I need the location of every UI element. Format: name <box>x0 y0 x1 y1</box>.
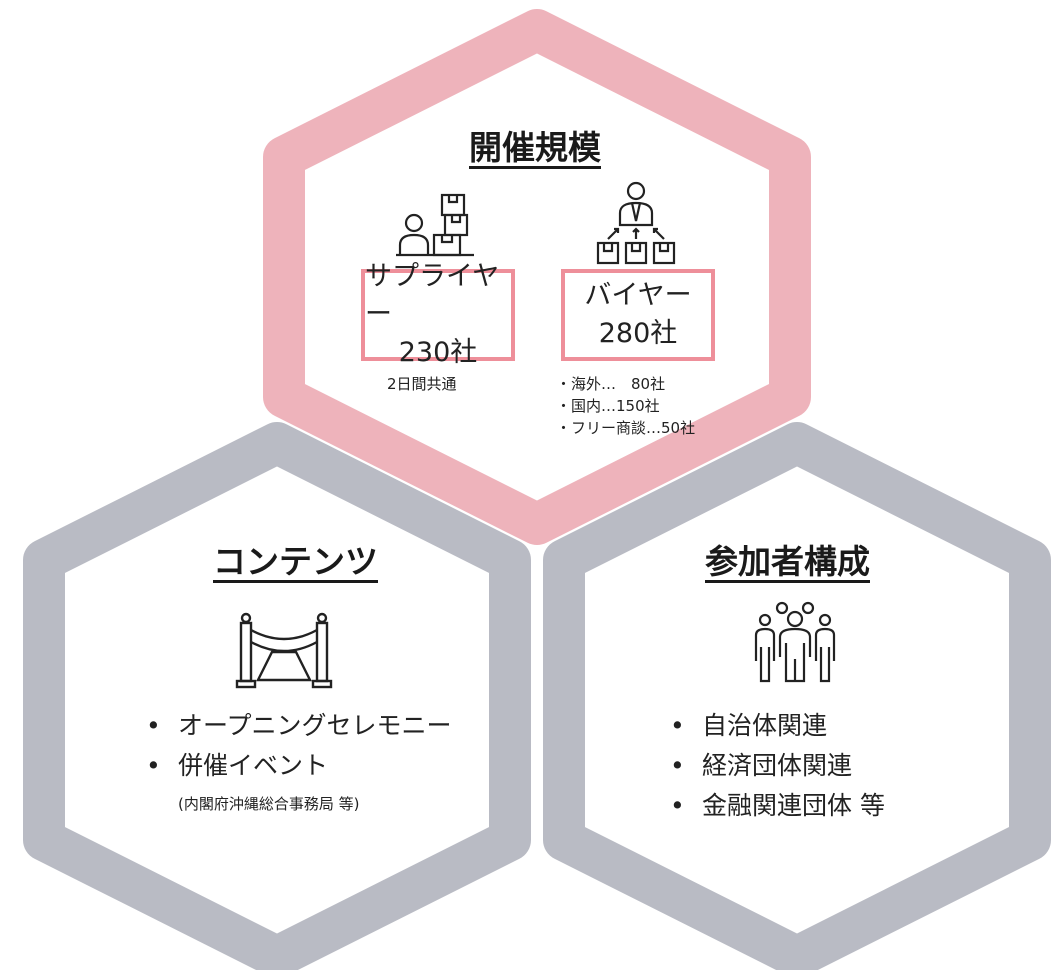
hexagon-participants <box>543 422 1051 970</box>
supplier-note: 2日間共通 <box>387 375 457 393</box>
buyer-detail-free: ・フリー商談…50社 <box>556 419 696 437</box>
buyer-boxes-icon <box>596 181 676 265</box>
supplier-label: サプライヤー <box>365 261 500 330</box>
supplier-count: 230社 <box>398 337 478 368</box>
contents-note: (内閣府沖縄総合事務局 等) <box>178 795 360 813</box>
buyer-box: バイヤー 280社 <box>561 269 715 361</box>
buyer-label: バイヤー <box>584 280 692 311</box>
supplier-box: サプライヤー 230社 <box>361 261 515 368</box>
contents-list: •オープニングセレモニー •併催イベント <box>146 706 452 786</box>
participants-item: •自治体関連 <box>670 711 828 740</box>
buyer-count: 280社 <box>598 318 678 349</box>
buyer-detail-overseas: ・海外… 80社 <box>556 375 666 393</box>
contents-item: •オープニングセレモニー <box>146 711 452 740</box>
contents-title: コンテンツ <box>213 542 378 581</box>
rope-barrier-icon <box>235 612 333 689</box>
supplier-boxes-icon <box>396 193 474 257</box>
contents-item: •併催イベント <box>146 751 329 780</box>
buyer-detail-domestic: ・国内…150社 <box>556 397 660 415</box>
hexagon-scale <box>263 9 811 545</box>
participants-item: •金融関連団体 等 <box>670 791 885 820</box>
participants-list: •自治体関連 •経済団体関連 •金融関連団体 等 <box>670 706 885 826</box>
buyer-details: ・海外… 80社 ・国内…150社 ・フリー商談…50社 <box>556 373 695 439</box>
people-group-icon <box>754 601 836 683</box>
participants-item: •経済団体関連 <box>670 751 853 780</box>
participants-title: 参加者構成 <box>705 542 870 581</box>
scale-title: 開催規模 <box>469 128 601 167</box>
hexagon-contents <box>23 422 531 970</box>
